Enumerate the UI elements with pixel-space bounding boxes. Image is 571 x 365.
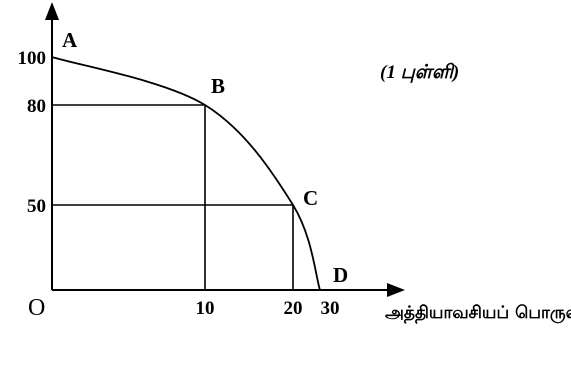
y-tick-100: 100 bbox=[18, 48, 47, 69]
x-tick-labels: 10 20 30 bbox=[196, 298, 340, 319]
point-labels: A B C D bbox=[62, 28, 348, 287]
origin-label: O bbox=[28, 295, 45, 321]
x-axis-arrowhead bbox=[387, 283, 405, 297]
x-tick-30: 30 bbox=[321, 298, 340, 319]
ppc-curve bbox=[51, 56, 321, 291]
x-tick-20: 20 bbox=[284, 298, 303, 319]
x-axis-label: அத்தியாவசியப் பொருள் bbox=[385, 303, 571, 323]
y-tick-labels: 50 80 100 bbox=[18, 48, 47, 217]
point-label-b: B bbox=[211, 74, 225, 98]
y-axis-arrowhead bbox=[45, 2, 59, 20]
guide-lines bbox=[52, 104, 294, 290]
point-label-c: C bbox=[303, 186, 318, 210]
y-tick-50: 50 bbox=[27, 196, 46, 217]
y-tick-80: 80 bbox=[27, 96, 46, 117]
x-tick-10: 10 bbox=[196, 298, 215, 319]
point-label-a: A bbox=[62, 28, 78, 52]
point-label-d: D bbox=[333, 263, 348, 287]
annotation-note: (1 புள்ளி) bbox=[380, 62, 460, 83]
